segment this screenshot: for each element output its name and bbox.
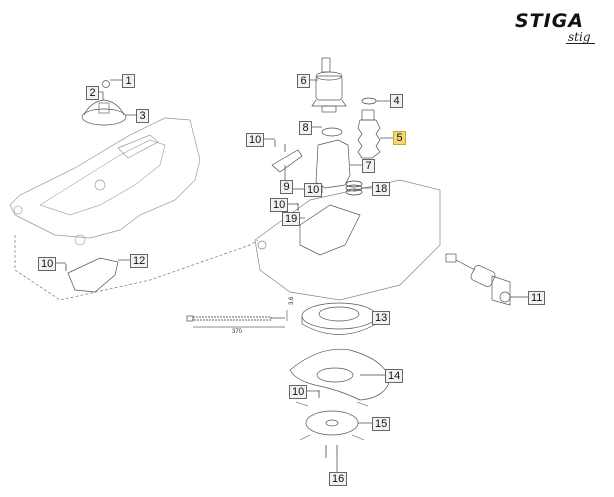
part-label-3[interactable]: 3 xyxy=(136,109,149,123)
assembly-dashed-line xyxy=(14,235,259,301)
blade-disc-part xyxy=(295,401,369,441)
cable-tie-length-dimension: 370 xyxy=(232,329,243,335)
housing-part xyxy=(315,139,351,189)
top-cover xyxy=(9,117,201,246)
part-label-10c[interactable]: 10 xyxy=(270,198,289,212)
part-label-12[interactable]: 12 xyxy=(130,254,149,268)
lift-motor-part xyxy=(311,57,347,113)
part-label-14[interactable]: 14 xyxy=(385,369,404,383)
part-label-5[interactable]: 5 xyxy=(393,131,406,145)
knob-part xyxy=(81,80,127,126)
guard-ring-part xyxy=(301,302,377,335)
part-label-19[interactable]: 19 xyxy=(282,212,301,226)
stig-sub-logo: stig xyxy=(566,31,595,44)
o-ring-part xyxy=(361,97,377,105)
part-label-2[interactable]: 2 xyxy=(86,86,99,100)
shield-part xyxy=(289,348,391,401)
part-label-10a[interactable]: 10 xyxy=(246,133,265,147)
part-label-6[interactable]: 6 xyxy=(297,74,310,88)
part-label-7[interactable]: 7 xyxy=(362,159,375,173)
chassis xyxy=(254,179,441,301)
cable-tie-width-dimension: 3.6 xyxy=(289,296,295,305)
stiga-logo: STIGA xyxy=(515,10,585,32)
blade-screws-part xyxy=(325,445,338,458)
part-label-10b[interactable]: 10 xyxy=(304,183,323,197)
spring-part xyxy=(345,180,363,196)
bracket-part xyxy=(271,149,303,173)
part-label-4[interactable]: 4 xyxy=(390,94,403,108)
gasket-part xyxy=(321,127,343,137)
part-label-11[interactable]: 11 xyxy=(528,291,546,305)
part-label-16[interactable]: 16 xyxy=(329,472,348,486)
part-label-10e[interactable]: 10 xyxy=(289,385,308,399)
part-label-10d[interactable]: 10 xyxy=(38,257,57,271)
part-label-18[interactable]: 18 xyxy=(372,182,391,196)
part-label-13[interactable]: 13 xyxy=(372,311,391,325)
mount-plate-part xyxy=(67,257,119,293)
bellows-part xyxy=(357,109,381,159)
cable-tie xyxy=(186,310,288,328)
screws-10 xyxy=(65,140,323,398)
blade-motor-part xyxy=(445,253,511,306)
part-label-15[interactable]: 15 xyxy=(372,417,391,431)
leader-lines xyxy=(55,79,528,472)
part-label-8[interactable]: 8 xyxy=(299,121,312,135)
part-label-1[interactable]: 1 xyxy=(122,74,135,88)
part-label-9[interactable]: 9 xyxy=(280,180,293,194)
